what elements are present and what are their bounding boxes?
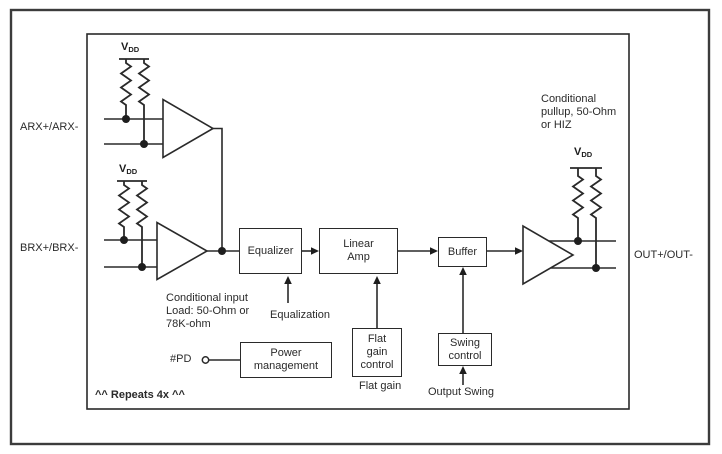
power-management-label-line2: management bbox=[253, 360, 319, 372]
junction-dot-b1 bbox=[120, 236, 128, 244]
vdd-label-out: VDD bbox=[574, 146, 592, 159]
buffer-block: Buffer bbox=[438, 237, 487, 267]
arrowhead-into-buffer-bottom bbox=[459, 267, 467, 275]
output-driver-triangle bbox=[522, 224, 575, 286]
output-lines bbox=[549, 240, 616, 269]
pd-terminal-circle bbox=[201, 356, 210, 364]
swing-control-label-line2: control bbox=[448, 349, 482, 362]
conditional-pullup-note: Conditional pullup, 50-Ohm or HIZ bbox=[541, 93, 616, 132]
vdd-pullup-a bbox=[119, 58, 151, 144]
power-management-label-line1: Power bbox=[270, 347, 302, 359]
out-signal-label: OUT+/OUT- bbox=[634, 249, 693, 261]
vdd-label-b: VDD bbox=[119, 163, 137, 176]
arx-signal-label: ARX+/ARX- bbox=[20, 121, 79, 133]
junction-dot-main bbox=[218, 247, 226, 255]
flat-gain-control-label-line1: Flat bbox=[367, 333, 387, 345]
equalizer-block: Equalizer bbox=[239, 228, 302, 274]
amp-a-output-route bbox=[213, 127, 223, 251]
swing-control-block: Swing control bbox=[438, 333, 492, 366]
repeats-note: ^^ Repeats 4x ^^ bbox=[95, 389, 185, 401]
resistor-o2 bbox=[589, 168, 603, 268]
conditional-pullup-note-line2: pullup, 50-Ohm bbox=[541, 106, 617, 118]
control-lines bbox=[209, 275, 464, 385]
junction-dot-o2 bbox=[592, 264, 600, 272]
conditional-input-note-line1: Conditional input bbox=[166, 292, 248, 304]
junction-dot-o1 bbox=[574, 237, 582, 245]
inner-frame bbox=[86, 33, 630, 410]
power-management-block: Power management bbox=[240, 342, 332, 378]
vdd-label-a: VDD bbox=[121, 41, 139, 54]
junction-dot-a2 bbox=[140, 140, 148, 148]
amp-a-triangle bbox=[162, 98, 215, 159]
linear-amp-label-line2: Amp bbox=[347, 251, 370, 263]
arx-input-lines bbox=[104, 118, 163, 145]
brx-signal-label: BRX+/BRX- bbox=[20, 242, 79, 254]
resistor-a2 bbox=[137, 59, 151, 144]
resistor-b1 bbox=[117, 181, 131, 240]
conditional-input-note-line3: 78K-ohm bbox=[166, 318, 211, 330]
resistor-b2 bbox=[135, 181, 149, 267]
resistor-o1 bbox=[571, 168, 585, 241]
arrowhead-into-swing-control bbox=[459, 366, 467, 374]
buffer-label: Buffer bbox=[447, 245, 478, 258]
arrowhead-into-driver bbox=[515, 247, 523, 255]
amp-b-triangle bbox=[156, 221, 209, 281]
equalization-label: Equalization bbox=[270, 309, 330, 321]
vdd-label-out-main: V bbox=[574, 146, 582, 158]
conditional-input-note: Conditional input Load: 50-Ohm or 78K-oh… bbox=[166, 292, 249, 331]
arrowhead-into-linearamp-bottom bbox=[373, 276, 381, 284]
arrowhead-into-equalizer bbox=[284, 276, 292, 284]
output-swing-label: Output Swing bbox=[428, 386, 495, 398]
vdd-label-b-sub: DD bbox=[126, 167, 138, 176]
junction-dot-a1 bbox=[122, 115, 130, 123]
resistor-a1 bbox=[119, 59, 133, 119]
flat-gain-label: Flat gain bbox=[359, 380, 402, 392]
vdd-label-b-main: V bbox=[119, 163, 127, 175]
flat-gain-control-label-line3: control bbox=[360, 359, 394, 371]
flat-gain-control-block: Flat gain control bbox=[352, 328, 402, 377]
swing-control-label-line1: Swing bbox=[450, 336, 480, 349]
junction-dot-b2 bbox=[138, 263, 146, 271]
vdd-label-out-sub: DD bbox=[581, 150, 593, 159]
conditional-input-note-line2: Load: 50-Ohm or bbox=[166, 305, 250, 317]
linear-amp-block: Linear Amp bbox=[319, 228, 398, 274]
vdd-label-a-sub: DD bbox=[128, 45, 140, 54]
vdd-pullup-b bbox=[117, 180, 149, 267]
flat-gain-control-label-line2: gain bbox=[366, 346, 388, 358]
vdd-pullup-out bbox=[570, 167, 603, 268]
arrowhead-into-buffer bbox=[430, 247, 438, 255]
linear-amp-label-line1: Linear bbox=[343, 238, 374, 250]
vdd-label-a-main: V bbox=[121, 41, 129, 53]
brx-input-lines bbox=[104, 239, 157, 268]
conditional-pullup-note-line1: Conditional bbox=[541, 93, 597, 105]
outer-frame bbox=[9, 8, 711, 446]
equalizer-label: Equalizer bbox=[247, 244, 294, 257]
arrowhead-into-linearamp bbox=[311, 247, 319, 255]
conditional-pullup-note-line3: or HIZ bbox=[541, 119, 572, 131]
pd-signal-label: #PD bbox=[170, 353, 192, 365]
